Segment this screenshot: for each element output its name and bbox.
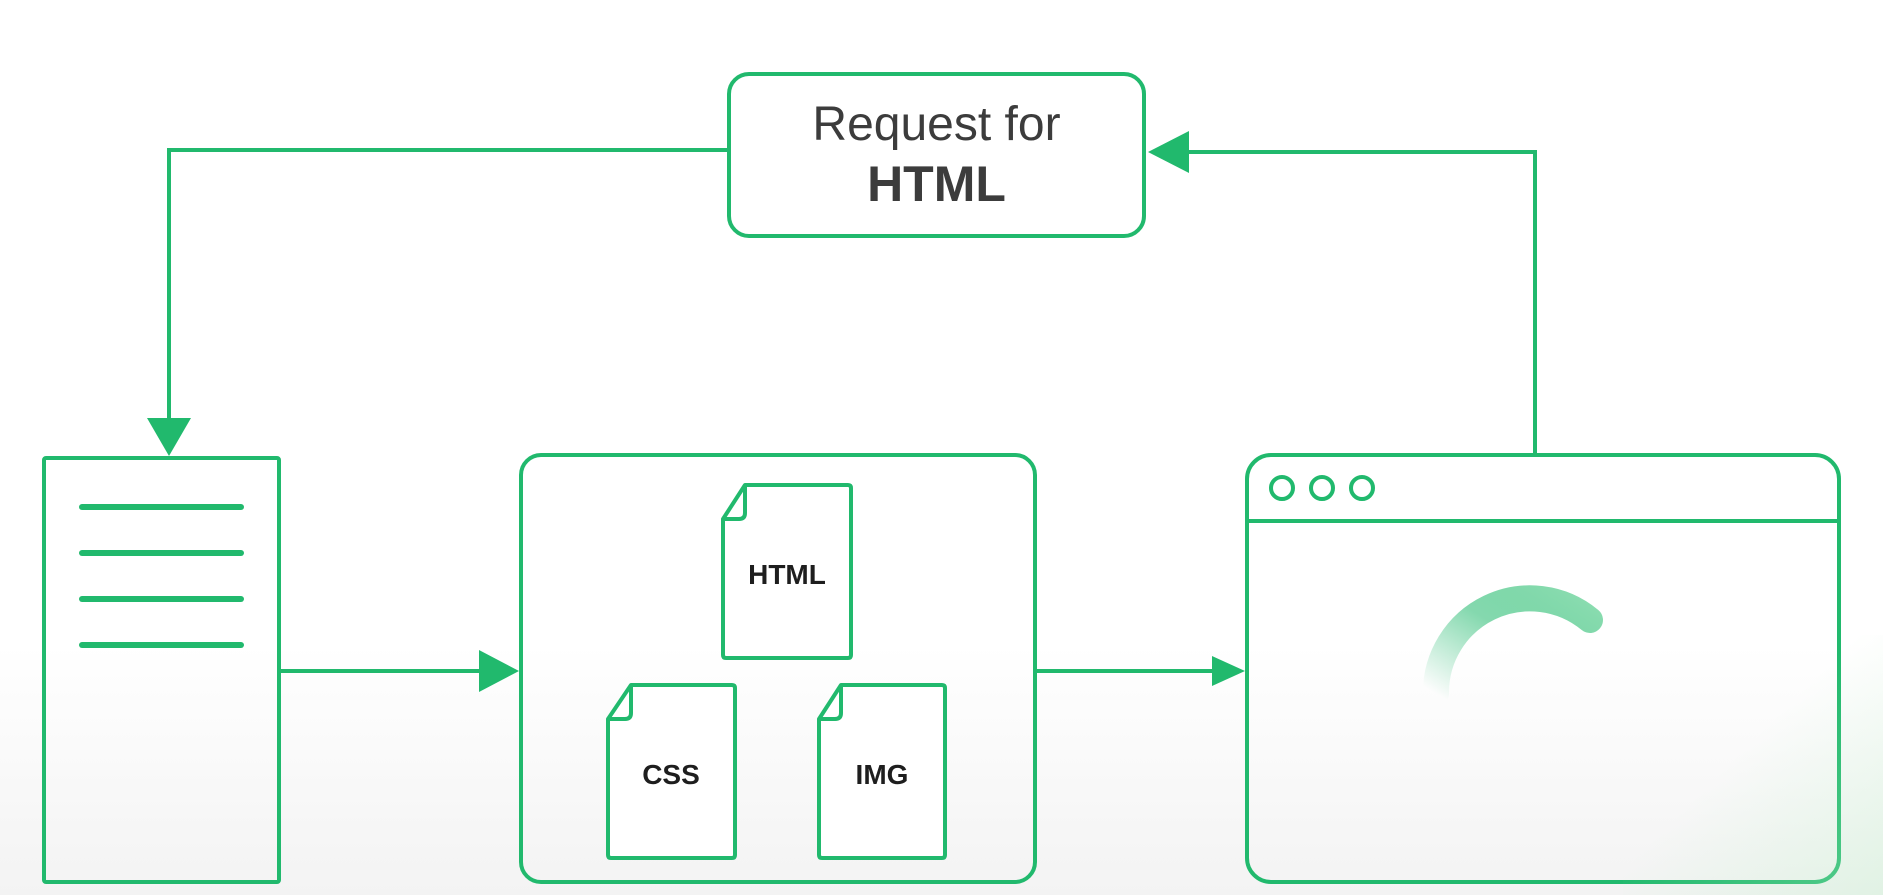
browser-title-bar-divider	[1249, 519, 1837, 523]
resource-bundle-box	[519, 453, 1037, 884]
request-label-line2: HTML	[867, 156, 1006, 212]
file-icon-img	[817, 683, 947, 860]
server-icon	[42, 456, 281, 884]
window-dot-icon	[1349, 475, 1375, 501]
request-box: Request for HTML	[727, 72, 1146, 238]
server-line	[79, 642, 244, 648]
arrowhead-down-server	[147, 418, 191, 456]
file-label-html: HTML	[748, 559, 826, 590]
connector-browser-to-request	[1175, 150, 1537, 453]
file-label-img: IMG	[855, 759, 909, 790]
loading-spinner-icon	[1422, 585, 1603, 707]
arrowhead-right-bundle	[479, 650, 519, 692]
browser-window-icon	[1245, 453, 1841, 884]
arrowhead-right-browser	[1212, 656, 1245, 686]
arrowhead-left-request	[1148, 131, 1189, 173]
server-line	[79, 596, 244, 602]
server-line	[79, 550, 244, 556]
window-dot-icon	[1269, 475, 1295, 501]
request-label-line1: Request for	[812, 98, 1061, 151]
file-icon-css	[606, 683, 737, 860]
connector-request-to-server	[167, 148, 727, 430]
server-line	[79, 504, 244, 510]
window-dot-icon	[1309, 475, 1335, 501]
file-icon-html	[721, 483, 853, 660]
file-label-css: CSS	[642, 759, 700, 790]
